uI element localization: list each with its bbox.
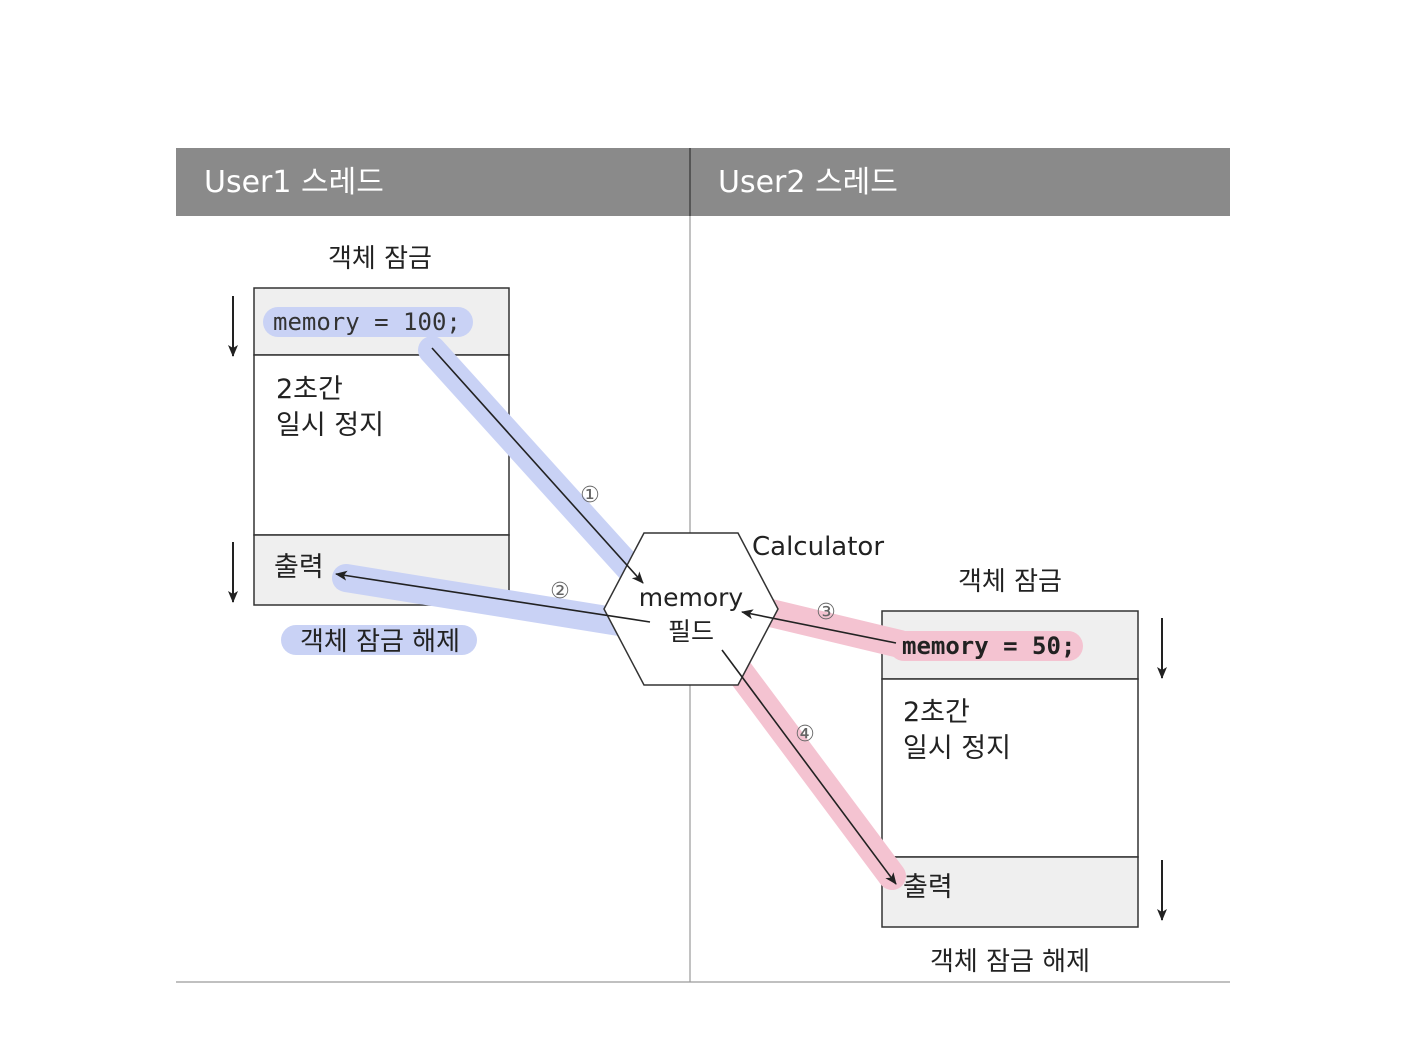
step4-arrow [721,649,897,885]
user2-output-cell [881,856,1139,928]
user2-pause-cell [881,678,1139,858]
memory-field-line1: memory [639,583,744,612]
user2-lock-label: 객체 잠금 [958,567,1062,597]
user2-pause-line1: 2초간 [903,697,970,728]
user1-pause-line1: 2초간 [276,374,343,405]
memory-field-line2: 필드 [668,617,714,646]
step1-marker: ① [580,483,600,508]
user1-unlock-label: 객체 잠금 해제 [300,627,460,657]
user1-output-text: 출력 [274,552,324,583]
user1-code-text: memory = 100; [273,308,461,336]
header-bar [176,148,1230,216]
user2-unlock-label: 객체 잠금 해제 [930,947,1090,977]
user2-output-text: 출력 [903,872,953,903]
user1-thread-title: User1 스레드 [204,165,384,200]
step4-marker: ④ [795,722,815,747]
user2-pause-line2: 일시 정지 [903,733,1011,764]
calculator-hexagon [603,532,779,686]
step3-marker: ③ [816,600,836,625]
step3-arrow [741,609,897,644]
calculator-label: Calculator [752,532,884,562]
user1-lock-label: 객체 잠금 [328,244,432,274]
highlight-step2-path [332,564,658,640]
user2-code-text: memory = 50; [902,632,1075,660]
step1-arrow [431,347,644,584]
highlight-step4-path [708,634,906,890]
step2-marker: ② [550,579,570,604]
step2-arrow [335,570,651,623]
user1-pause-line2: 일시 정지 [276,410,384,441]
user2-thread-title: User2 스레드 [718,165,898,200]
